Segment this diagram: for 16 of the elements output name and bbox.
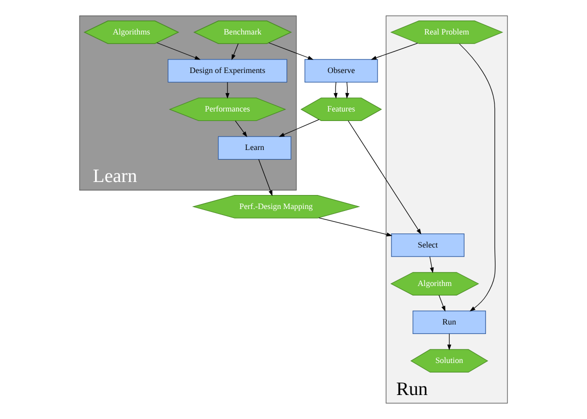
arrow (235, 120, 248, 138)
arrow (318, 217, 392, 236)
arrow (258, 159, 272, 196)
arrow (232, 43, 239, 60)
arrow (278, 119, 320, 137)
arrow (429, 256, 434, 274)
arrow (348, 120, 422, 235)
arrow (370, 42, 418, 60)
arrow (438, 294, 446, 312)
arrow (345, 82, 350, 99)
arrow (334, 82, 338, 99)
arrow (447, 333, 452, 350)
arrow (225, 82, 230, 99)
arrow (459, 44, 496, 312)
arrow (156, 42, 201, 60)
arrow (268, 42, 314, 60)
